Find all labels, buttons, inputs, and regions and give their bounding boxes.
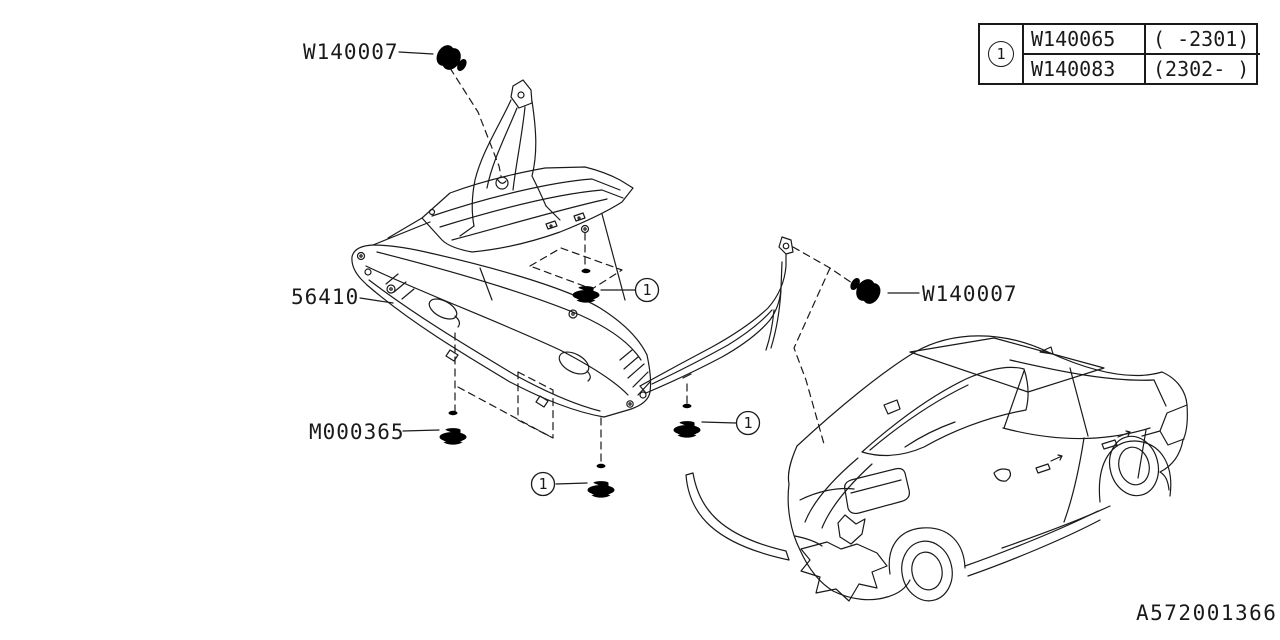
- leader-lines: [359, 51, 920, 485]
- table-applicability: (2302- ): [1144, 54, 1260, 83]
- table-applicability: ( -2301): [1144, 25, 1260, 54]
- callout-1[interactable]: 1: [634, 277, 660, 303]
- callout-number: 1: [743, 414, 752, 432]
- clip-icon: [845, 272, 885, 308]
- part-labels: W140007 56410 M000365 W140007: [291, 40, 1018, 444]
- table-part-no[interactable]: W140083: [1022, 54, 1144, 83]
- install-direction-arrow: [685, 472, 790, 561]
- fasteners: [432, 41, 885, 498]
- part-label-main-panel[interactable]: 56410: [291, 285, 359, 309]
- callout-1[interactable]: 1: [530, 471, 556, 497]
- under-cover-panel-drawing: [351, 213, 652, 418]
- table-part-no[interactable]: W140065: [1022, 25, 1144, 54]
- callout-number: 1: [642, 281, 651, 299]
- front-flap-drawing: [387, 79, 634, 253]
- table-callout-cell: 1: [980, 25, 1022, 83]
- part-label-clip-right[interactable]: W140007: [922, 282, 1018, 306]
- side-bracket-drawing: [639, 236, 794, 394]
- callout-1[interactable]: 1: [735, 410, 761, 436]
- callouts: 1 1 1: [530, 277, 761, 497]
- bolt-icon: [439, 410, 467, 445]
- bolt-icon: [587, 463, 615, 498]
- callout-number: 1: [538, 475, 547, 493]
- applicability-table: 1 W140065 ( -2301) W140083 (2302- ): [978, 23, 1260, 85]
- part-label-bolt[interactable]: M000365: [309, 420, 405, 444]
- table-callout-number: 1: [988, 41, 1014, 67]
- bolt-icon: [673, 403, 701, 438]
- vehicle-sketch: [685, 335, 1188, 602]
- diagram-code: A572001366: [1136, 601, 1278, 625]
- bolt-icon: [572, 268, 600, 303]
- dashed-lines: [449, 67, 853, 466]
- part-label-clip-top[interactable]: W140007: [303, 40, 399, 64]
